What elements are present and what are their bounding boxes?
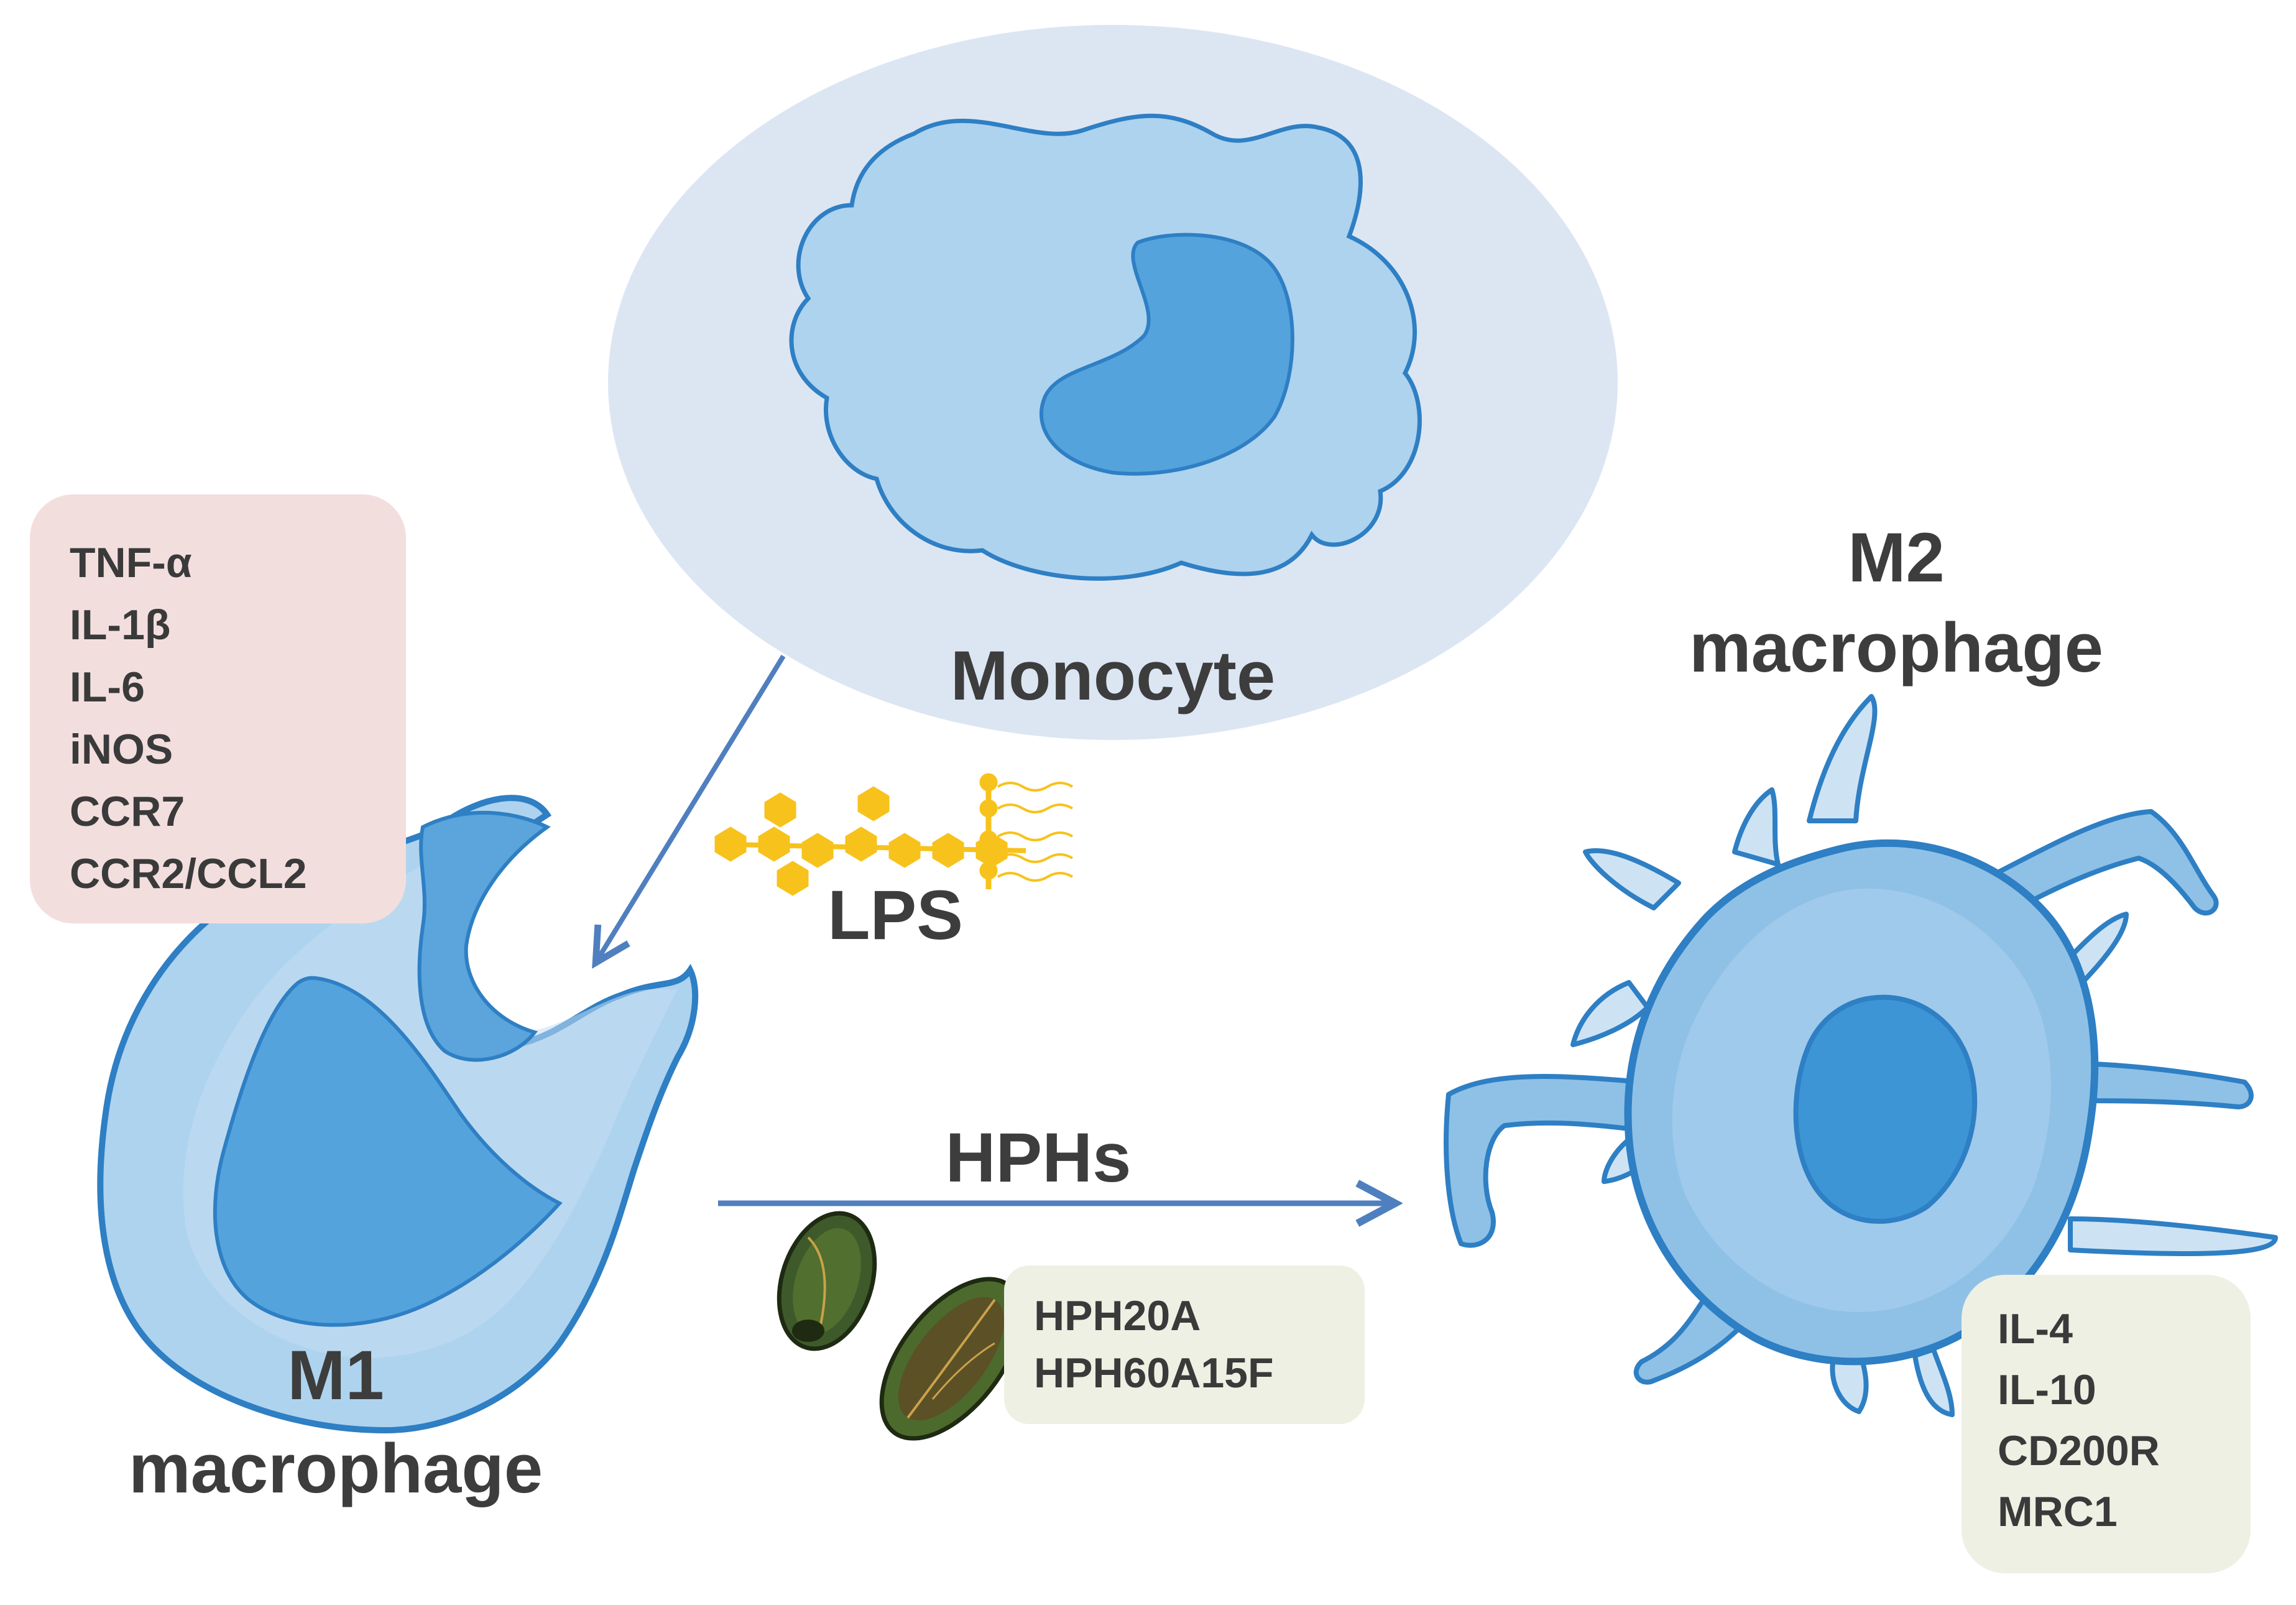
hph-type: HPH60A15F: [1034, 1349, 1274, 1397]
hph-type: HPH20A: [1034, 1292, 1201, 1339]
lps-label: LPS: [828, 876, 963, 954]
m2-macrophage-label: macrophage: [1689, 609, 2103, 687]
m2-marker: IL-10: [1998, 1366, 2096, 1413]
monocyte-label: Monocyte: [950, 637, 1276, 715]
m2-marker: MRC1: [1998, 1488, 2118, 1535]
m1-lip-fold: [417, 810, 551, 1062]
m1-nucleus: [213, 976, 563, 1327]
monocyte-nucleus: [1040, 233, 1294, 476]
monocyte-to-m1-arrow: [597, 654, 786, 961]
m1-marker: CCR2/CCL2: [70, 850, 307, 897]
m1-marker: TNF-α: [70, 539, 192, 586]
m1-marker-box: TNF-α IL-1β IL-6 iNOS CCR7 CCR2/CCL2: [30, 494, 406, 923]
m2-nucleus: [1793, 994, 1978, 1224]
hph-seed-1-icon: [777, 1211, 877, 1351]
m1-macrophage-label: macrophage: [129, 1430, 543, 1507]
m1-marker: CCR7: [70, 788, 185, 835]
m2-marker: CD200R: [1998, 1427, 2160, 1474]
m1-marker: IL-1β: [70, 601, 171, 649]
m2-marker-box: IL-4 IL-10 CD200R MRC1: [1962, 1275, 2251, 1573]
hphs-label: HPHs: [945, 1119, 1132, 1196]
m1-marker: iNOS: [70, 726, 173, 773]
m2-marker: IL-4: [1998, 1305, 2073, 1353]
m1-marker: IL-6: [70, 664, 145, 711]
hph-type-box: HPH20A HPH60A15F: [1004, 1265, 1365, 1424]
m1-label: M1: [287, 1336, 384, 1414]
lps-molecule-icon: [714, 773, 1074, 896]
monocyte-cell: [789, 113, 1422, 581]
m2-label: M2: [1848, 519, 1945, 596]
